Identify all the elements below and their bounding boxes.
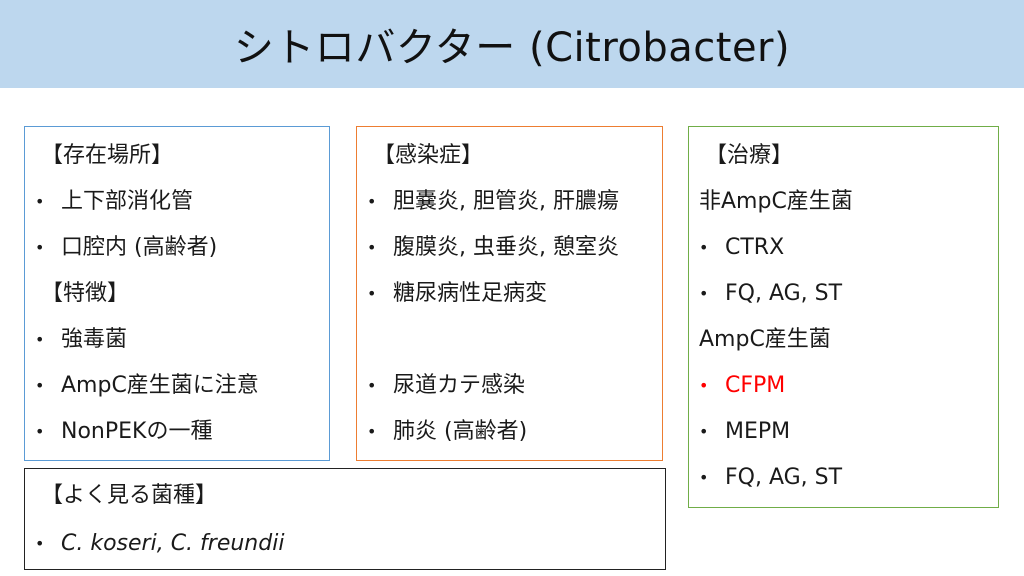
list-item-label: AmpC産生菌に注意 — [61, 373, 259, 398]
list-item: • 口腔内 (高齢者) — [35, 233, 217, 263]
treatment-heading: 【治療】 — [705, 143, 794, 168]
bullet-icon: • — [35, 422, 45, 441]
bullet-icon: • — [367, 422, 377, 441]
bullet-icon: • — [35, 238, 45, 257]
bullet-icon: • — [35, 376, 45, 395]
list-item: • CTRX — [699, 233, 784, 263]
list-item: • 腹膜炎, 虫垂炎, 憩室炎 — [367, 233, 619, 263]
non-ampc-label: 非AmpC産生菌 — [699, 189, 853, 214]
treatment-box: 【治療】 非AmpC産生菌 •CTRX •FQ, AG, ST AmpC産生菌 … — [688, 126, 999, 508]
features-heading: 【特徴】 — [41, 281, 130, 306]
bullet-icon: • — [367, 238, 377, 257]
list-item: • 上下部消化管 — [35, 187, 193, 217]
list-item-label: 上下部消化管 — [61, 189, 194, 214]
list-item-label: 糖尿病性足病変 — [393, 281, 548, 306]
bullet-icon: • — [699, 468, 709, 487]
list-item-label: 肺炎 (高齢者) — [393, 419, 528, 444]
bullet-icon: • — [35, 330, 45, 349]
infections-box: 【感染症】 • 胆嚢炎, 胆管炎, 肝膿瘍 • 腹膜炎, 虫垂炎, 憩室炎 • 糖尿病… — [356, 126, 663, 461]
list-item: • 尿道カテ感染 — [367, 371, 525, 401]
page-title: シトロバクター (Citrobacter) — [233, 25, 791, 71]
bullet-icon: • — [699, 376, 709, 395]
bullet-icon: • — [35, 534, 45, 553]
list-item: • 糖尿病性足病変 — [367, 279, 547, 309]
list-item: • C. koseri, C. freundii — [35, 529, 284, 559]
habitat-features-box: 【存在場所】 • 上下部消化管 • 口腔内 (高齢者) 【特徴】 • 強毒菌 • Amp… — [24, 126, 330, 461]
list-item-label: FQ, AG, ST — [725, 465, 843, 490]
infections-heading: 【感染症】 — [373, 143, 484, 168]
list-item-label: MEPM — [725, 419, 791, 444]
list-item: • AmpC産生菌に注意 — [35, 371, 259, 401]
bullet-icon: • — [699, 284, 709, 303]
list-item-label: 口腔内 (高齢者) — [61, 235, 218, 260]
list-item-label: C. koseri, C. freundii — [61, 531, 285, 556]
list-item-label: 胆嚢炎, 胆管炎, 肝膿瘍 — [393, 189, 619, 214]
bullet-icon: • — [699, 422, 709, 441]
list-item: • NonPEKの一種 — [35, 417, 212, 447]
list-item-highlighted: • CFPM — [699, 371, 785, 401]
bullet-icon: • — [367, 376, 377, 395]
bullet-icon: • — [367, 284, 377, 303]
list-item: • 胆嚢炎, 胆管炎, 肝膿瘍 — [367, 187, 619, 217]
common-species-heading: 【よく見る菌種】 — [41, 483, 218, 508]
list-item-label: NonPEKの一種 — [61, 419, 213, 444]
bullet-icon: • — [699, 238, 709, 257]
list-item-label: 尿道カテ感染 — [393, 373, 526, 398]
list-item-label: 腹膜炎, 虫垂炎, 憩室炎 — [393, 235, 619, 260]
list-item: • 肺炎 (高齢者) — [367, 417, 527, 447]
bullet-icon: • — [35, 192, 45, 211]
list-item: • 強毒菌 — [35, 325, 127, 355]
ampc-label: AmpC産生菌 — [699, 327, 831, 352]
bullet-icon: • — [367, 192, 377, 211]
list-item: • MEPM — [699, 417, 790, 447]
list-item: • FQ, AG, ST — [699, 279, 842, 309]
common-species-box: 【よく見る菌種】 • C. koseri, C. freundii — [24, 468, 666, 570]
list-item-label: CFPM — [725, 373, 786, 398]
habitat-heading: 【存在場所】 — [41, 143, 174, 168]
list-item-label: 強毒菌 — [61, 327, 128, 352]
list-item: • FQ, AG, ST — [699, 463, 842, 493]
list-item-label: FQ, AG, ST — [725, 281, 843, 306]
title-bar: シトロバクター (Citrobacter) — [0, 0, 1024, 88]
list-item-label: CTRX — [725, 235, 785, 260]
